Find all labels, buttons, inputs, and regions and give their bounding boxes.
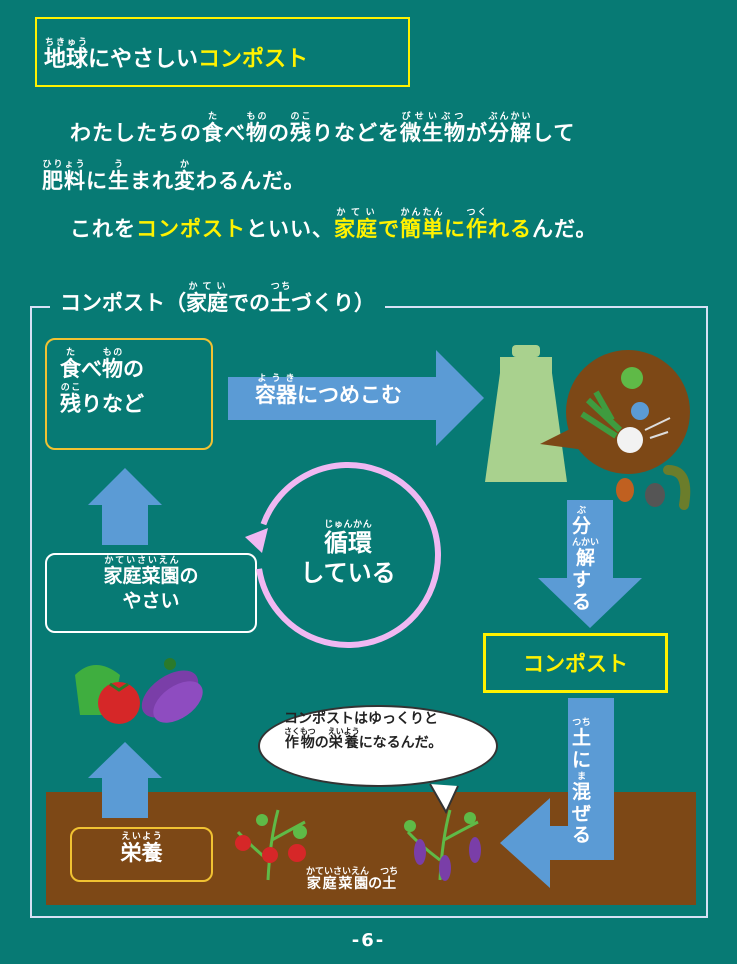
decomposition-bubble-icon [540,350,691,510]
nutrition-label: 栄養えいよう [120,832,163,865]
arrow-veg-to-scraps [88,468,162,545]
food-scraps-box [45,338,213,450]
nutrition-box [70,827,213,882]
vegetables-icon [75,658,203,724]
speech-bubble-tail [429,783,459,815]
compost-label: コンポスト [523,652,628,676]
arrow-decompose [538,500,642,628]
cycle-ring [245,462,441,649]
garden-soil-label: 家庭菜園かていさいえんの土つち [306,867,399,892]
title-frame [35,17,410,87]
compost-container-icon [485,345,567,482]
speech-bubble-text: コンポストはゆっくりと作物さくもつの栄養えいようになるんだ。 [284,711,443,751]
circulating-label: 循環じゅんかんしている [300,520,396,587]
home-vegetable-box [45,553,257,633]
tomato-plant-icon [235,809,307,881]
food-scraps-label: 食たべ物ものの残のこりなど [60,348,144,417]
put-in-container-label: 容器ようきにつめこむ [255,374,402,407]
intro-line-2: 肥料ひりょうに生うまれ変かわるんだ。 [42,160,306,193]
compost-box [483,633,668,693]
arrow-to-container [228,350,484,446]
eggplant-plant-icon [404,809,481,881]
page-number: -6- [351,930,386,951]
arrow-mix-into-soil [500,698,614,888]
arrow-nutrition-to-veg [88,742,162,818]
page-title: 地球ちきゅうにやさしいコンポスト [44,38,309,72]
decompose-label: 分ぶ解んかいする [572,506,600,613]
speech-bubble [258,705,498,787]
mix-into-soil-label: 土つちに混まぜる [572,718,592,847]
home-vegetable-label: 家庭菜園かていさいえんのやさい [103,556,199,612]
intro-line-3: これをコンポストといい、家庭かていで簡単かんたんに作つくれるんだ。 [70,208,598,241]
diagram-title: コンポスト（家庭かていでの土つちづくり） [50,282,385,317]
intro-line-1: わたしたちの食たべ物ものの残のこりなどを微生物びせいぶつが分解ぶんかいして [70,112,576,145]
